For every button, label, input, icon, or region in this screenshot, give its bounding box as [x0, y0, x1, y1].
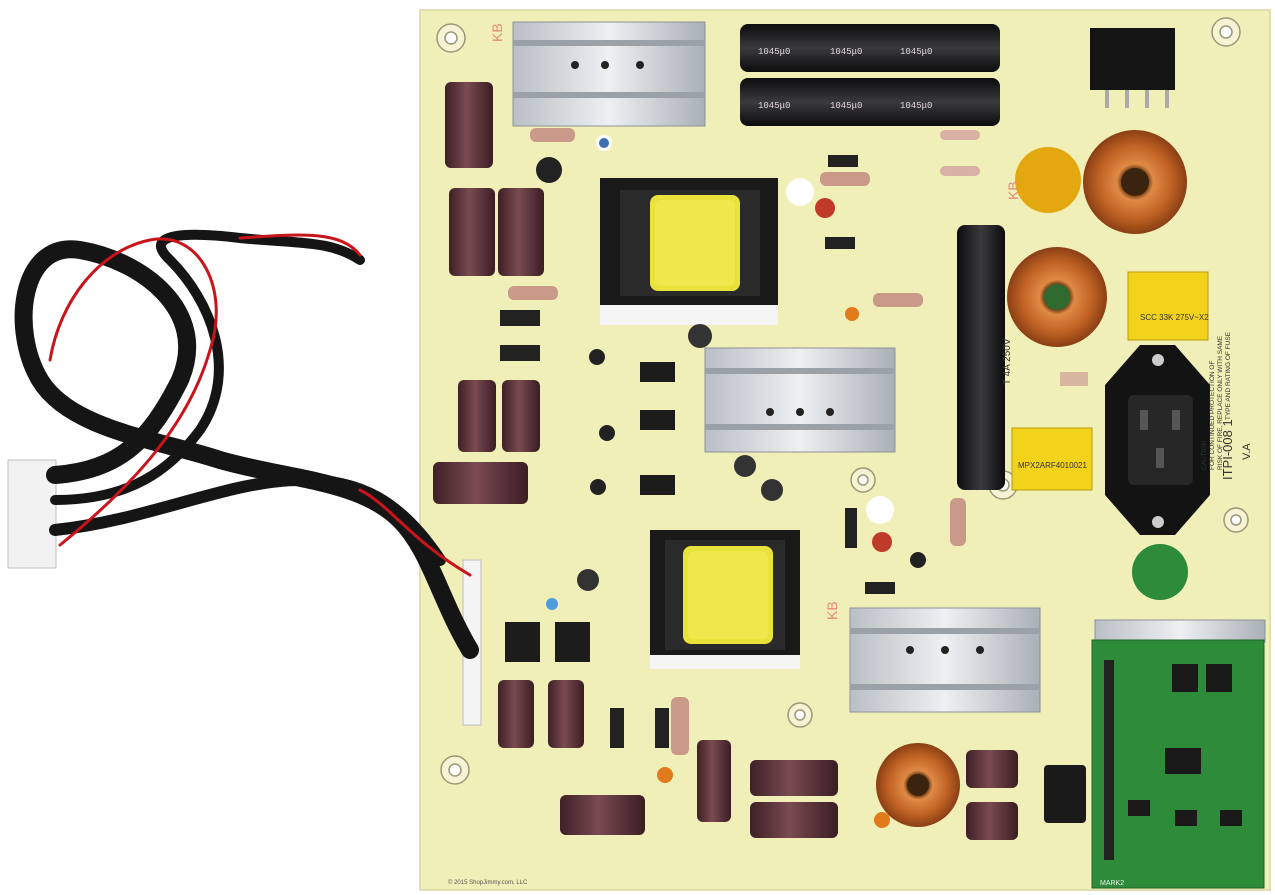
svg-text:1045μ0: 1045μ0 [758, 101, 790, 111]
ac-power-inlet [1105, 345, 1210, 535]
svg-text:CAUTION: CAUTION [1201, 440, 1208, 470]
svg-text:1045μ0: 1045μ0 [758, 47, 790, 57]
small-components [500, 128, 1088, 828]
bulk-capacitors-top [740, 24, 1000, 126]
capacitor-markings: 1045μ0 1045μ0 1045μ0 1045μ0 1045μ0 1045μ… [758, 47, 932, 111]
transformer-top [600, 178, 778, 325]
toroid-coil-mid [1007, 247, 1107, 347]
wire-harness [14, 229, 479, 659]
mounting-holes [436, 17, 1249, 785]
kb-mark-lower: KB [824, 601, 840, 620]
thermistor-green [1132, 544, 1188, 600]
board-version-text: V.A [1241, 443, 1253, 460]
svg-text:MPX2ARF4010021: MPX2ARF4010021 [1018, 461, 1087, 470]
kb-mark-right: KB [1005, 181, 1021, 200]
svg-text:FOR CONTINUED PROTECTION OF: FOR CONTINUED PROTECTION OF [1209, 361, 1216, 470]
svg-text:SCC 33K 275V~X2: SCC 33K 275V~X2 [1140, 313, 1209, 322]
svg-text:1045μ0: 1045μ0 [830, 47, 862, 57]
svg-text:1045μ0: 1045μ0 [830, 101, 862, 111]
copyright-text: © 2015 ShopJimmy.com, LLC [448, 879, 528, 886]
bulk-capacitor-vertical [957, 225, 1005, 490]
kb-mark-top: KB [489, 23, 505, 42]
heatsink-center [704, 347, 896, 453]
x2-capacitor-right: SCC 33K 275V~X2 [1127, 271, 1209, 341]
fuse-rating-text: T 4A 250V [1002, 338, 1013, 385]
heatsink-top [512, 21, 706, 127]
svg-text:TYPE AND RATING OF FUSE: TYPE AND RATING OF FUSE [1225, 331, 1232, 420]
green-daughter-board: MARK2 [1091, 639, 1265, 889]
svg-text:RISK OF FIRE, REPLACE ONLY WIT: RISK OF FIRE, REPLACE ONLY WITH SAME [1217, 335, 1224, 470]
heatsink-bottom [849, 607, 1041, 713]
svg-text:MARK2: MARK2 [1100, 880, 1124, 887]
heatsink-rail [1094, 619, 1266, 643]
electrolytic-capacitors [433, 82, 1086, 840]
board-model-text: ITPI-008 1 [1220, 419, 1235, 480]
x2-capacitor-center: MPX2ARF4010021 [1011, 427, 1093, 491]
bridge-rectifier [1090, 28, 1175, 108]
toroid-coil-top-right [1083, 130, 1187, 234]
varistor-disc [1015, 147, 1081, 213]
transformer-bottom [650, 530, 800, 669]
svg-text:1045μ0: 1045μ0 [900, 101, 932, 111]
caution-text: CAUTION FOR CONTINUED PROTECTION OF RISK… [1201, 331, 1232, 470]
svg-text:1045μ0: 1045μ0 [900, 47, 932, 57]
toroid-coil-bottom [876, 743, 960, 827]
